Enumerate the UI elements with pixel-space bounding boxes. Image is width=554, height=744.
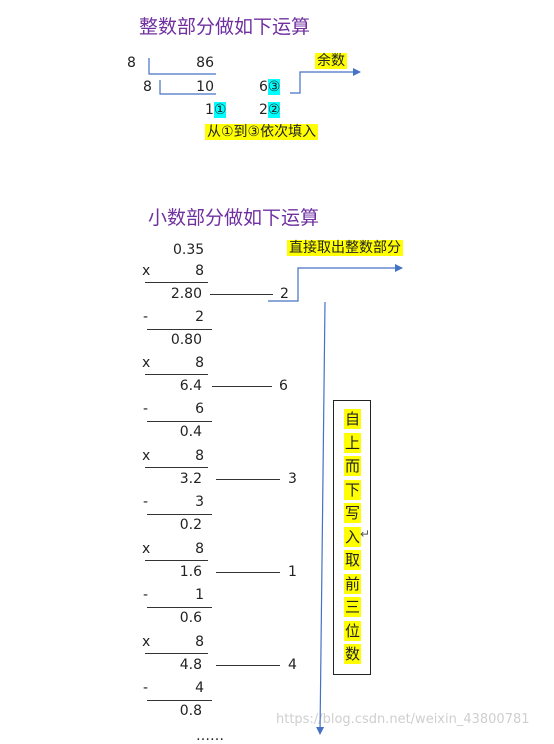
integer-leader-line [212, 386, 272, 387]
quotient-first: 10 [196, 79, 214, 95]
dividend-first: 86 [196, 55, 214, 71]
remainder-second-digit: 2 [259, 102, 268, 118]
multiplier-value: 8 [195, 263, 204, 279]
multiply-sign: x [142, 263, 151, 279]
divisor-second: 8 [143, 79, 152, 95]
divisor-first: 8 [127, 55, 136, 71]
minus-sign: - [143, 401, 149, 417]
remainder-label: 余数 [315, 53, 347, 69]
subtract-rule [147, 421, 212, 422]
subtract-value: 4 [195, 680, 204, 696]
fraction-remainder: 0.80 [170, 332, 202, 348]
vertical-note-char: 上 [344, 432, 361, 453]
subtract-value: 6 [195, 401, 204, 417]
fill-order-note: 从①到③依次填入 [205, 124, 319, 140]
minus-sign: - [143, 494, 149, 510]
multiplier-value: 8 [195, 634, 204, 650]
vertical-note-char: 写 [344, 503, 361, 523]
remainder-first-digit: 1 [205, 102, 214, 118]
remainder-third-digit: 6 [259, 79, 268, 95]
order-mark-3: ③ [267, 79, 281, 95]
product-value: 6.4 [179, 378, 202, 394]
multiplier-value: 8 [195, 355, 204, 371]
integer-leader-line [216, 572, 280, 573]
fraction-remainder: 0.2 [179, 517, 202, 533]
integer-digit: 1 [288, 564, 297, 580]
integer-digit: 3 [288, 471, 297, 487]
multiply-rule [145, 282, 208, 283]
vertical-note-char: 三 [344, 597, 361, 617]
multiply-rule [145, 374, 208, 375]
arrow-tick-mark: ↵ [360, 527, 371, 541]
vertical-note-char: 入 [344, 526, 361, 547]
vertical-note-char: 前 [344, 573, 361, 594]
watermark: https://blog.csdn.net/weixin_43800781 [276, 712, 530, 727]
multiply-rule [145, 467, 208, 468]
minus-sign: - [143, 587, 149, 603]
subtract-value: 2 [195, 309, 204, 325]
fraction-remainder: 0.8 [179, 703, 202, 719]
vertical-note-char: 下 [344, 479, 361, 500]
subtract-rule [147, 329, 212, 330]
remainder-third-group: 6③ [259, 79, 281, 95]
vertical-note-char: 数 [344, 644, 361, 664]
product-value: 4.8 [179, 657, 202, 673]
integer-digit: 6 [279, 378, 288, 394]
vertical-note-char: 自 [344, 409, 361, 429]
integer-digit: 4 [288, 657, 297, 673]
remainder-arrow [290, 68, 361, 94]
order-mark-1: ① [213, 102, 227, 118]
multiply-rule [145, 653, 208, 654]
product-value: 3.2 [179, 471, 202, 487]
multiply-sign: x [142, 634, 151, 650]
subtract-value: 1 [195, 587, 204, 603]
integer-section-title: 整数部分做如下运算 [139, 16, 311, 38]
subtract-rule [147, 514, 212, 515]
remainder-second-group: 2② [259, 102, 281, 118]
order-mark-2: ② [267, 102, 281, 118]
vertical-note-char: 而 [344, 456, 361, 476]
fraction-remainder: 0.4 [179, 424, 202, 440]
multiply-rule [145, 560, 208, 561]
multiplier-value: 8 [195, 541, 204, 557]
product-value: 2.80 [170, 286, 202, 302]
continuation-ellipsis: …… [196, 728, 224, 744]
downward-arrow [316, 301, 326, 735]
integer-digit: 2 [280, 286, 289, 302]
vertical-note-char: 取 [344, 550, 361, 570]
subtract-rule [147, 700, 212, 701]
start-value: 0.35 [173, 242, 205, 258]
fraction-remainder: 0.6 [179, 610, 202, 626]
subtract-rule [147, 607, 212, 608]
division-bracket-first [148, 58, 216, 75]
integer-leader-line [210, 294, 273, 295]
decimal-section-title: 小数部分做如下运算 [148, 207, 320, 229]
vertical-note-char: 位 [344, 620, 361, 641]
division-bracket-second [159, 80, 216, 95]
integer-leader-line [216, 665, 280, 666]
remainder-first-group: 1① [205, 102, 227, 118]
multiplier-value: 8 [195, 448, 204, 464]
integer-part-note: 直接取出整数部分 [287, 240, 403, 256]
minus-sign: - [143, 680, 149, 696]
integer-leader-line [216, 479, 280, 480]
minus-sign: - [143, 309, 149, 325]
multiply-sign: x [142, 541, 151, 557]
product-value: 1.6 [179, 564, 202, 580]
subtract-value: 3 [195, 494, 204, 510]
vertical-note-box: 自上而下写入取前三位数 [333, 400, 371, 675]
multiply-sign: x [142, 355, 151, 371]
integer-part-arrow [268, 264, 403, 302]
multiply-sign: x [142, 448, 151, 464]
